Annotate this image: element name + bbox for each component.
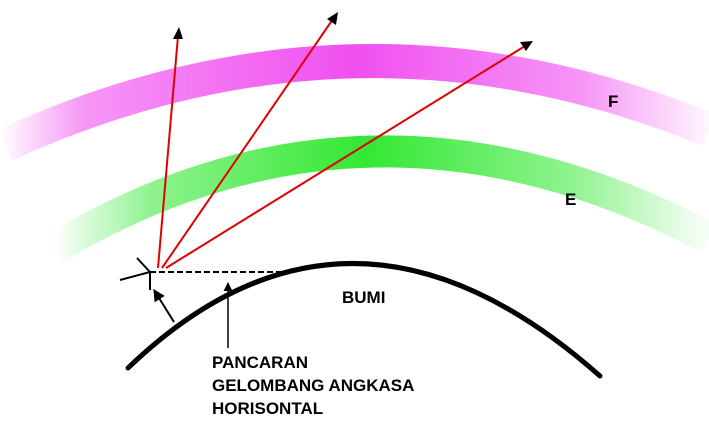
ray-1 bbox=[157, 27, 183, 269]
antenna-mast bbox=[153, 288, 175, 323]
sky-wave-rays bbox=[157, 12, 533, 269]
antenna-icon bbox=[119, 257, 151, 290]
caption: PANCARAN GELOMBANG ANGKASA HORISONTAL bbox=[212, 351, 414, 420]
earth-label: BUMI bbox=[342, 288, 386, 307]
caption-line-1: PANCARAN bbox=[212, 353, 309, 372]
caption-line-2: GELOMBANG ANGKASA bbox=[212, 376, 415, 395]
earth-surface bbox=[125, 261, 603, 379]
e-layer-label: E bbox=[565, 190, 577, 209]
ray-2 bbox=[161, 12, 338, 269]
e-layer-band bbox=[46, 135, 709, 262]
caption-line-3: HORISONTAL bbox=[212, 399, 324, 418]
f-layer-band bbox=[0, 44, 709, 161]
f-layer-label: F bbox=[608, 92, 619, 111]
ray-3 bbox=[165, 41, 533, 269]
